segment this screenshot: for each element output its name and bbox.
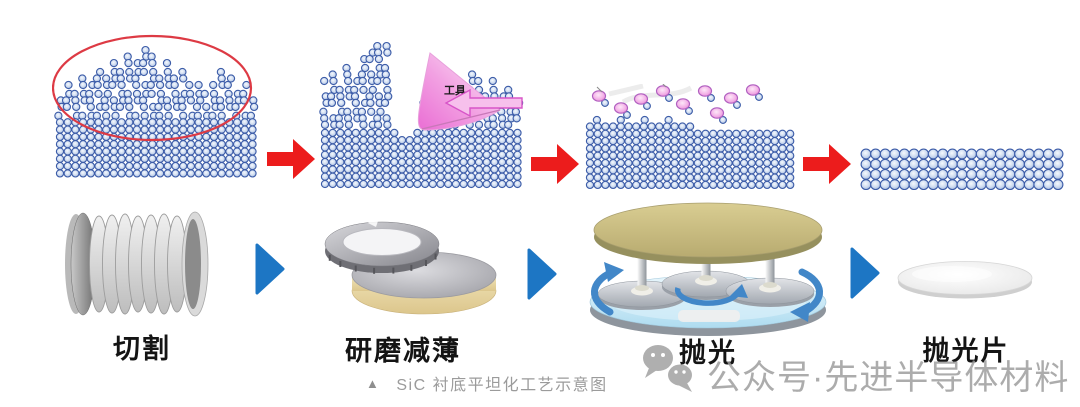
blue-arrow-icon [850,247,880,299]
stage2-grinding-tool-diagram: 工具 [319,41,524,189]
figure-caption: ▲ SiC 衬底平坦化工艺示意图 [366,371,608,395]
wechat-icon [643,345,692,392]
stage-label-grinding-thinning: 研磨减薄 [345,336,461,366]
stage3-polishing-removal-diagram [585,84,795,190]
stage-label-polished-wafer: 抛光片 [922,336,1010,366]
stage1-as-cut-surface-diagram [52,34,259,178]
cmp-polisher-illustration [589,202,827,336]
caption-text: SiC 衬底平坦化工艺示意图 [396,377,608,394]
watermark-text: 公众号·先进半导体材料 [707,359,1070,397]
polished-wafer-illustration [897,261,1033,299]
blue-arrow-icon [527,248,557,300]
red-arrow-icon [803,144,851,184]
stage-label-cutting: 切割 [113,334,171,364]
tool-label: 工具 [444,84,466,97]
red-arrow-icon [531,144,579,184]
grinding-wheel-wafer-illustration [324,215,497,315]
blue-arrow-icon [255,243,285,295]
caption-triangle-marker: ▲ [366,375,381,391]
watermark: 公众号·先进半导体材料 [640,341,1069,399]
red-arrow-icon [267,139,315,179]
stage4-atomically-flat-slab-diagram [860,148,1064,191]
sliced-ingot-illustration [65,211,209,317]
stage-label-polishing: 抛光 [679,338,737,368]
